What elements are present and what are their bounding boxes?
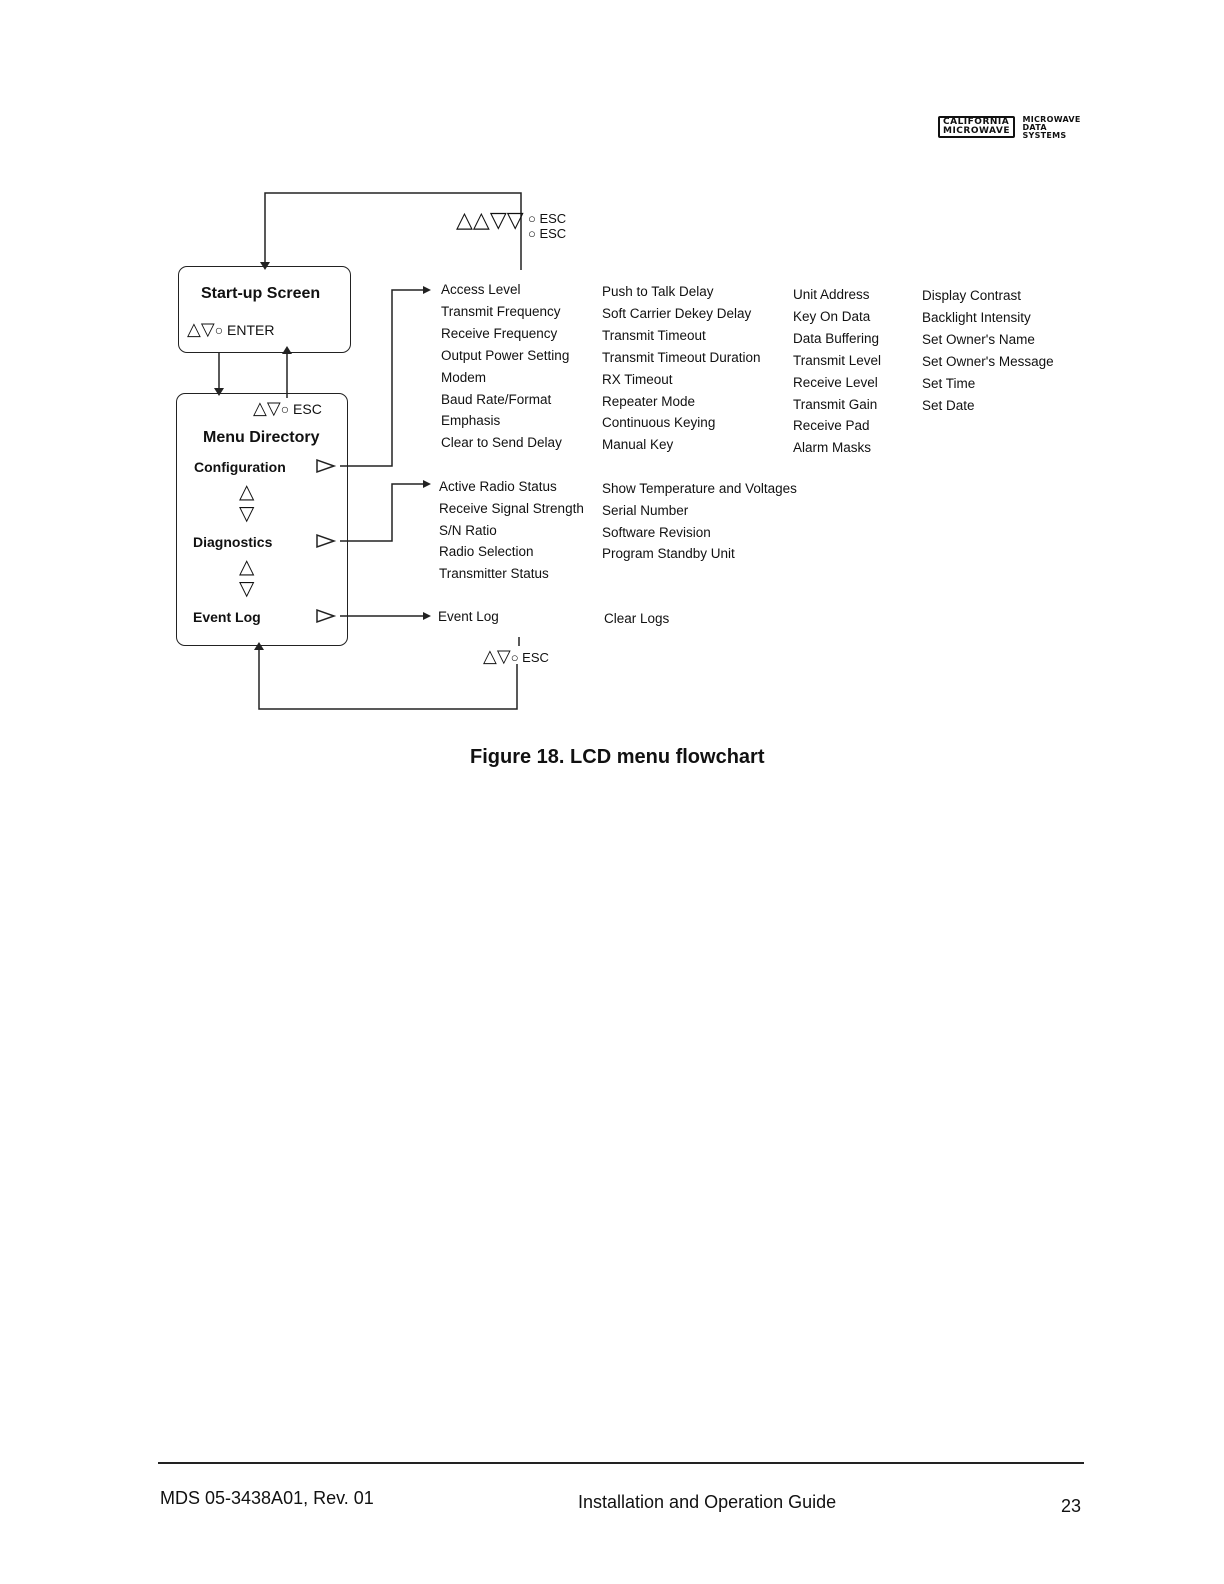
- configuration-item: Push to Talk Delay: [602, 284, 714, 299]
- up-down-keys-icon: △△▽▽: [456, 208, 524, 233]
- esc-label: ESC: [539, 226, 567, 241]
- configuration-item: Backlight Intensity: [922, 309, 1031, 325]
- up-down-keys-icon: △▽: [253, 398, 281, 419]
- configuration-item: Display Contrast: [922, 288, 1022, 303]
- circle-icon: ○: [510, 650, 519, 665]
- footer-title: Installation and Operation Guide: [578, 1492, 837, 1512]
- logo-right-line-2: DATA: [1022, 123, 1047, 132]
- diagnostics-item: Serial Number: [602, 502, 689, 518]
- configuration-item: Transmit Timeout Duration: [602, 349, 761, 365]
- configuration-item: Set Owner's Message: [922, 353, 1054, 369]
- configuration-item: Transmit Frequency: [441, 303, 561, 319]
- up-down-keys-icon: △▽: [187, 319, 215, 340]
- diagnostics-item: Radio Selection: [439, 544, 534, 560]
- configuration-item: Modem: [441, 369, 487, 385]
- diagnostics-item: Active Radio Status: [439, 479, 557, 494]
- configuration-item: Output Power Setting: [441, 347, 570, 363]
- configuration-item: Transmit Timeout: [602, 327, 706, 343]
- configuration-item: Emphasis: [441, 413, 501, 429]
- footer-doc-id: MDS 05-3438A01, Rev. 01: [160, 1488, 374, 1508]
- configuration-item: Key On Data: [793, 308, 871, 324]
- company-logo: CALIFORNIA MICROWAVE MICROWAVE DATA SYST…: [938, 116, 1081, 140]
- menu-esc-keys: △▽○ ESC: [253, 398, 322, 420]
- diagnostics-item: Receive Signal Strength: [439, 500, 584, 516]
- configuration-item: Receive Level: [793, 374, 878, 390]
- top-esc-labels: ○ ESC ○ ESC: [528, 211, 566, 241]
- bottom-esc-keys: △▽○ ESC: [483, 646, 549, 668]
- configuration-item: Transmit Gain: [793, 396, 878, 412]
- logo-right-line-1: MICROWAVE: [1022, 115, 1081, 124]
- figure-caption: Figure 18. LCD menu flowchart: [470, 746, 765, 768]
- logo-box-line-2: MICROWAVE: [943, 126, 1010, 136]
- configuration-item: Receive Pad: [793, 418, 870, 434]
- up-down-keys-icon: △▽: [483, 646, 511, 667]
- configuration-item: Soft Carrier Dekey Delay: [602, 305, 752, 321]
- logo-right-line-3: SYSTEMS: [1022, 131, 1067, 140]
- menu-item-configuration: Configuration: [194, 459, 286, 475]
- footer-page-number: 23: [1061, 1496, 1082, 1516]
- configuration-item: Baud Rate/Format: [441, 391, 552, 407]
- configuration-item: Alarm Masks: [793, 440, 872, 456]
- event-log-item: Clear Logs: [604, 611, 670, 626]
- configuration-item: Clear to Send Delay: [441, 435, 562, 451]
- configuration-item: Data Buffering: [793, 330, 880, 346]
- configuration-item: Repeater Mode: [602, 393, 696, 409]
- startup-screen-box: Start-up Screen △▽○ ENTER: [178, 266, 351, 353]
- menu-directory-box: △▽○ ESC Menu Directory Configuration △▽ …: [176, 393, 348, 646]
- up-down-arrows-icon: △▽: [239, 554, 255, 600]
- startup-title: Start-up Screen: [201, 285, 321, 302]
- footer-rule: [158, 1462, 1084, 1464]
- configuration-item: Set Time: [922, 375, 976, 391]
- diagnostics-item: Show Temperature and Voltages: [602, 481, 797, 496]
- diagnostics-item: Transmitter Status: [439, 566, 549, 582]
- menu-directory-title: Menu Directory: [203, 429, 320, 446]
- esc-label: ESC: [293, 401, 322, 417]
- configuration-item: Receive Frequency: [441, 325, 558, 341]
- configuration-item: Access Level: [441, 282, 521, 297]
- diagnostics-item: S/N Ratio: [439, 522, 497, 538]
- logo-box-line-1: CALIFORNIA: [943, 117, 1010, 127]
- logo-box: CALIFORNIA MICROWAVE: [938, 116, 1015, 138]
- configuration-item: Manual Key: [602, 437, 674, 453]
- esc-label: ESC: [539, 211, 567, 226]
- circle-icon: ○: [280, 401, 290, 417]
- configuration-item: Transmit Level: [793, 352, 882, 368]
- menu-item-event-log: Event Log: [193, 609, 261, 625]
- up-down-arrows-icon: △▽: [239, 479, 255, 525]
- startup-keys: △▽○ ENTER: [187, 319, 275, 341]
- esc-line-1: ○ ESC: [528, 211, 567, 226]
- esc-label: ESC: [522, 650, 549, 665]
- event-log-item: Event Log: [438, 609, 499, 624]
- circle-icon: ○: [214, 322, 224, 338]
- top-esc-keys: △△▽▽: [456, 210, 524, 232]
- esc-line-2: ○ ESC: [528, 226, 567, 241]
- menu-item-diagnostics: Diagnostics: [193, 534, 273, 550]
- logo-right-text: MICROWAVE DATA SYSTEMS: [1022, 116, 1080, 140]
- diagnostics-item: Software Revision: [602, 524, 711, 540]
- diagnostics-item: Program Standby Unit: [602, 546, 735, 562]
- configuration-item: Set Owner's Name: [922, 331, 1035, 347]
- configuration-item: Continuous Keying: [602, 415, 716, 431]
- configuration-item: Set Date: [922, 397, 975, 413]
- configuration-item: Unit Address: [793, 287, 870, 302]
- configuration-item: RX Timeout: [602, 371, 673, 387]
- enter-key-label: ENTER: [227, 322, 275, 338]
